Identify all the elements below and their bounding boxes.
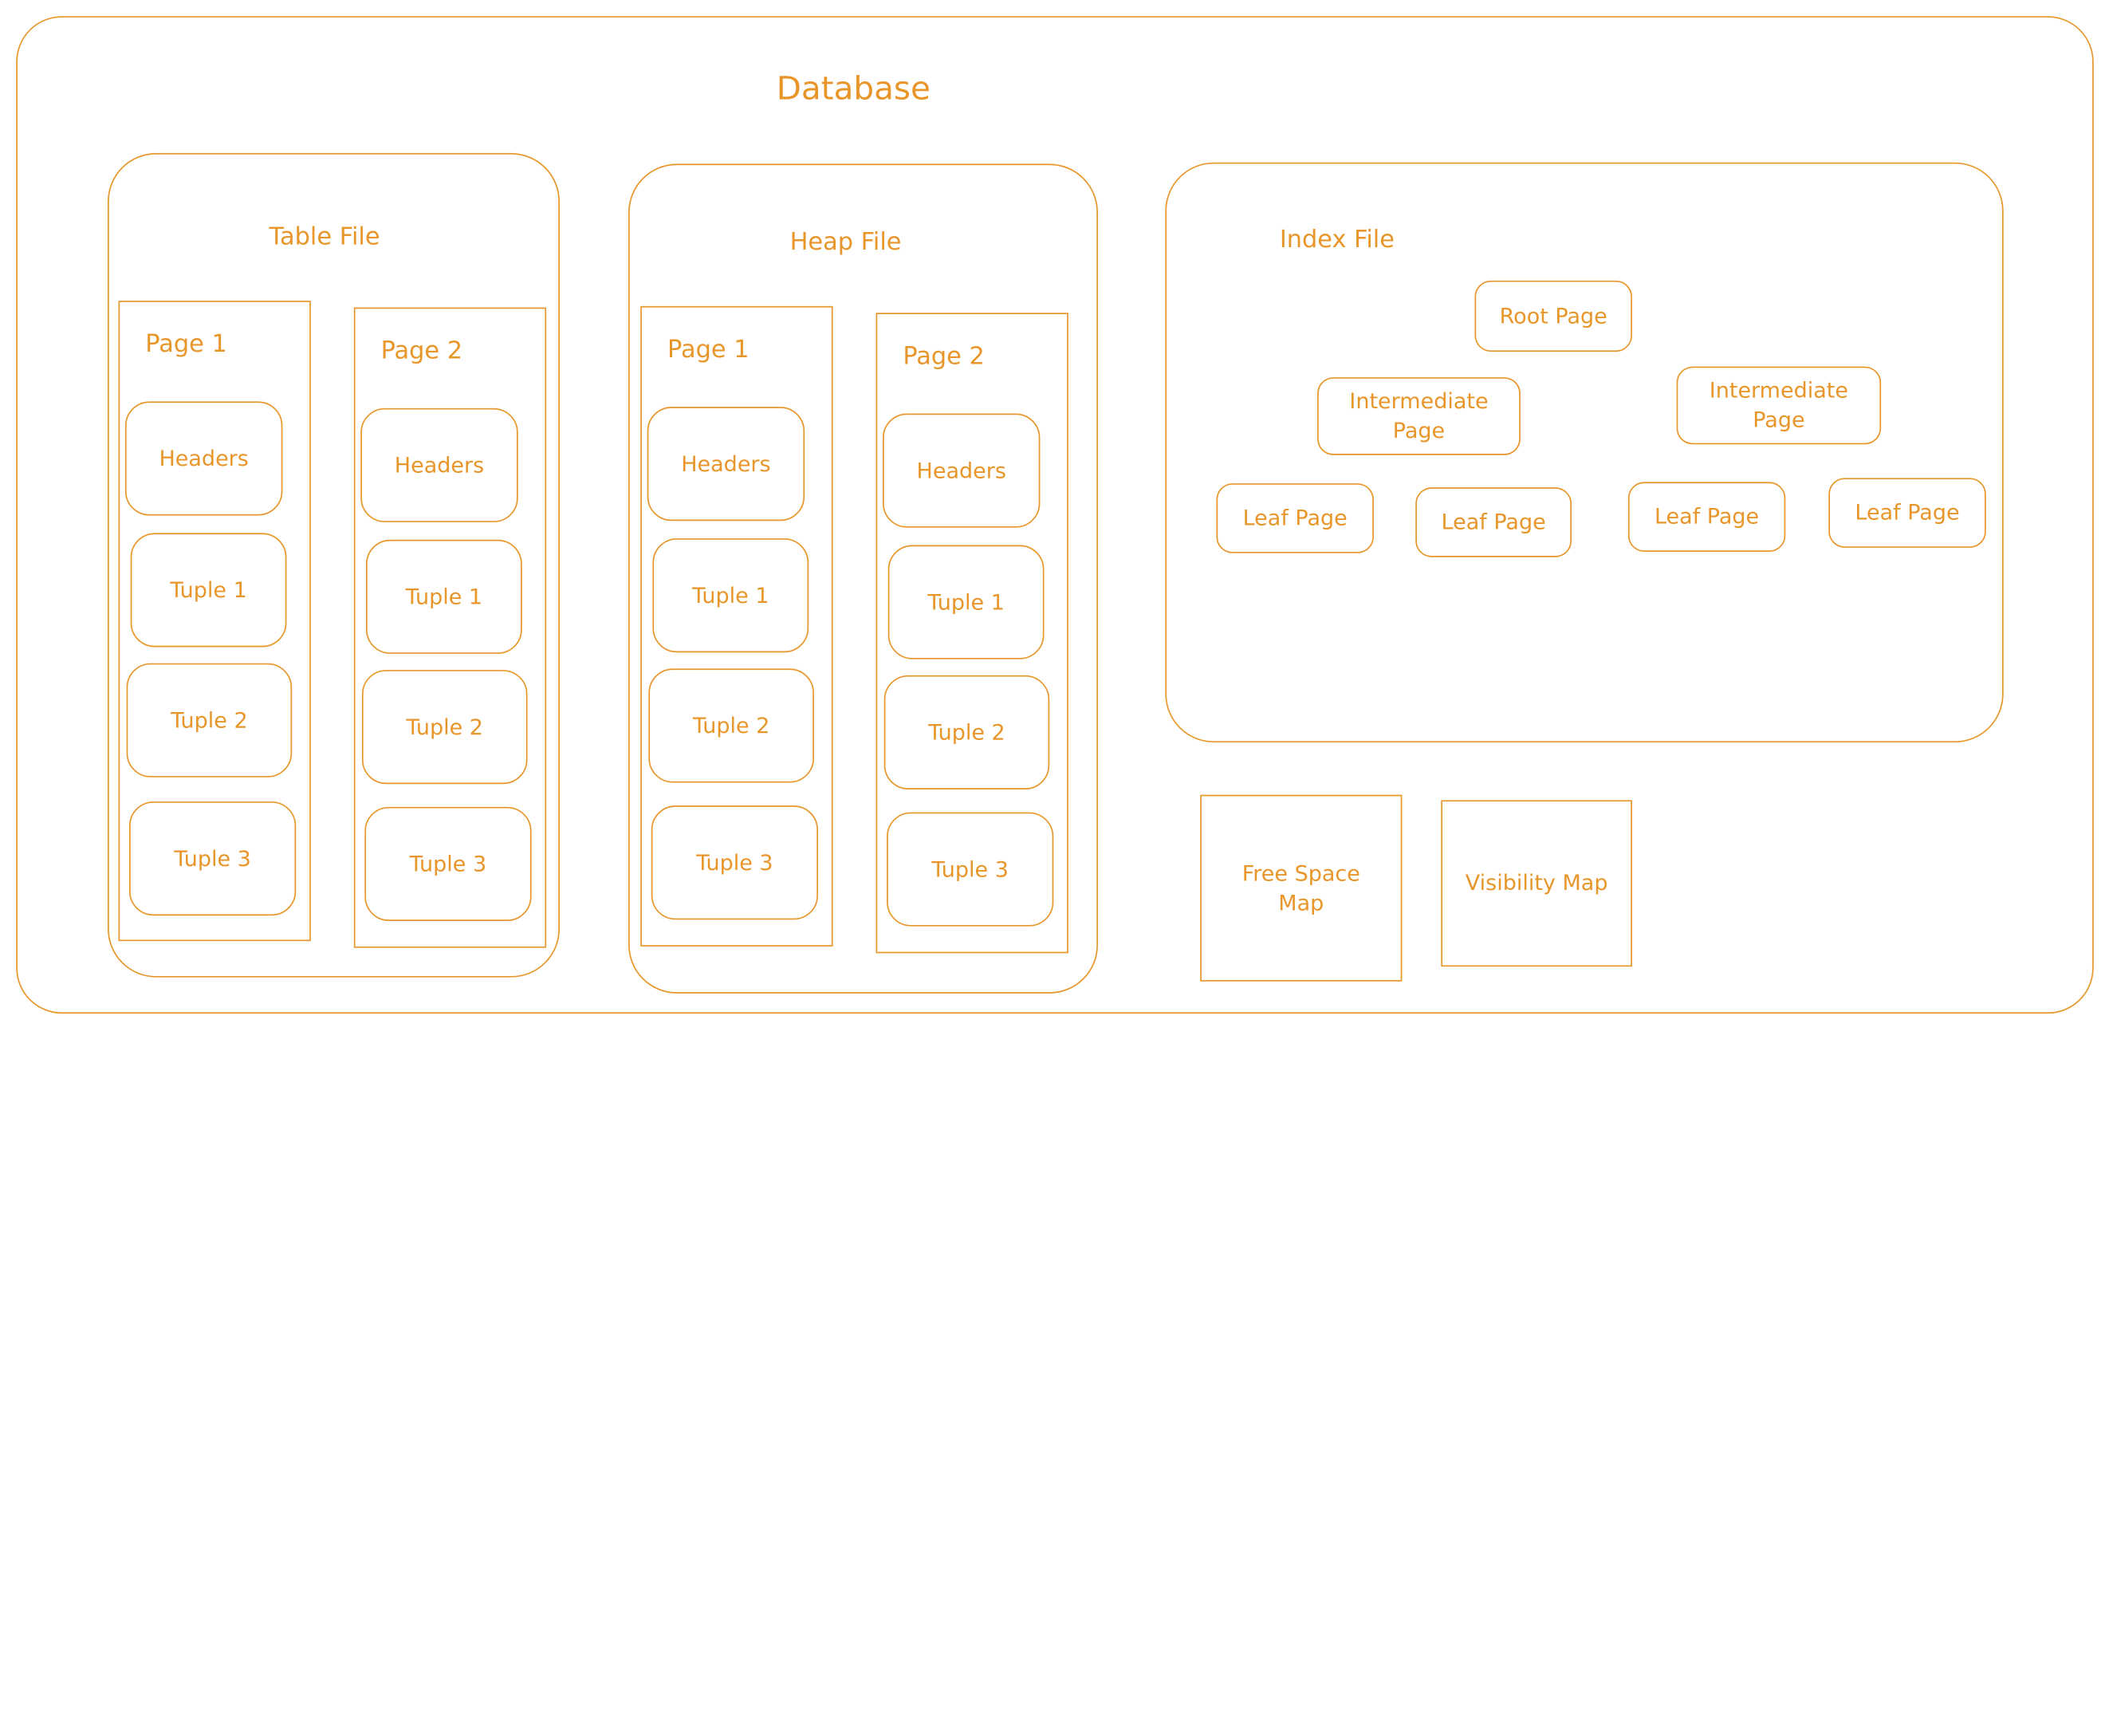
- leaf-page-4: Leaf Page: [1828, 478, 1986, 548]
- heap-file-page-1-tuple-3: Tuple 3: [651, 805, 818, 920]
- table-file-page-2-tuple-3: Tuple 3: [364, 806, 532, 921]
- table-file-container: [108, 152, 560, 978]
- leaf-page-2: Leaf Page: [1415, 487, 1572, 557]
- table-file-page-1-tuple-1: Tuple 1: [130, 533, 287, 648]
- heap-file-page-2-headers: Headers: [883, 413, 1041, 528]
- heap-file-page-2-tuple-1: Tuple 1: [887, 545, 1045, 659]
- table-file-page-1-tuple-2: Tuple 2: [126, 663, 293, 777]
- table-file-title: Table File: [269, 222, 380, 251]
- table-file-page-1-title: Page 1: [145, 330, 227, 359]
- table-file-page-2: [353, 307, 547, 948]
- heap-file-page-1-title: Page 1: [667, 335, 750, 364]
- index-file-container: [1165, 162, 2004, 743]
- database-title: Database: [776, 69, 931, 108]
- table-file-page-2-title: Page 2: [380, 337, 463, 365]
- root-page: Root Page: [1474, 280, 1632, 352]
- heap-file-page-2-title: Page 2: [903, 342, 985, 371]
- heap-file-page-1: [640, 305, 833, 947]
- intermediate-page-1: Intermediate Page: [1317, 377, 1521, 455]
- database-container: [16, 16, 2094, 1014]
- heap-file-title: Heap File: [789, 228, 902, 257]
- intermediate-page-2: Intermediate Page: [1676, 366, 1882, 445]
- heap-file-page-2-tuple-2: Tuple 2: [883, 675, 1050, 789]
- table-file-page-2-tuple-1: Tuple 1: [366, 539, 522, 654]
- heap-file-page-1-tuple-1: Tuple 1: [652, 538, 809, 653]
- heap-file-page-1-headers: Headers: [647, 407, 805, 522]
- table-file-page-2-headers: Headers: [360, 407, 518, 522]
- visibility-map: Visibility Map: [1441, 800, 1632, 967]
- index-file-title: Index File: [1279, 225, 1395, 254]
- heap-file-page-2-tuple-3: Tuple 3: [887, 812, 1054, 927]
- heap-file-container: [628, 163, 1098, 994]
- heap-file-page-1-tuple-2: Tuple 2: [648, 668, 814, 783]
- leaf-page-1: Leaf Page: [1216, 483, 1374, 553]
- free-space-map: Free Space Map: [1200, 794, 1403, 982]
- leaf-page-3: Leaf Page: [1627, 482, 1786, 552]
- heap-file-page-2: [875, 313, 1068, 954]
- table-file-page-2-tuple-2: Tuple 2: [361, 670, 528, 785]
- table-file-page-1: [118, 301, 311, 942]
- table-file-page-1-headers: Headers: [124, 401, 283, 516]
- table-file-page-1-tuple-3: Tuple 3: [129, 801, 297, 916]
